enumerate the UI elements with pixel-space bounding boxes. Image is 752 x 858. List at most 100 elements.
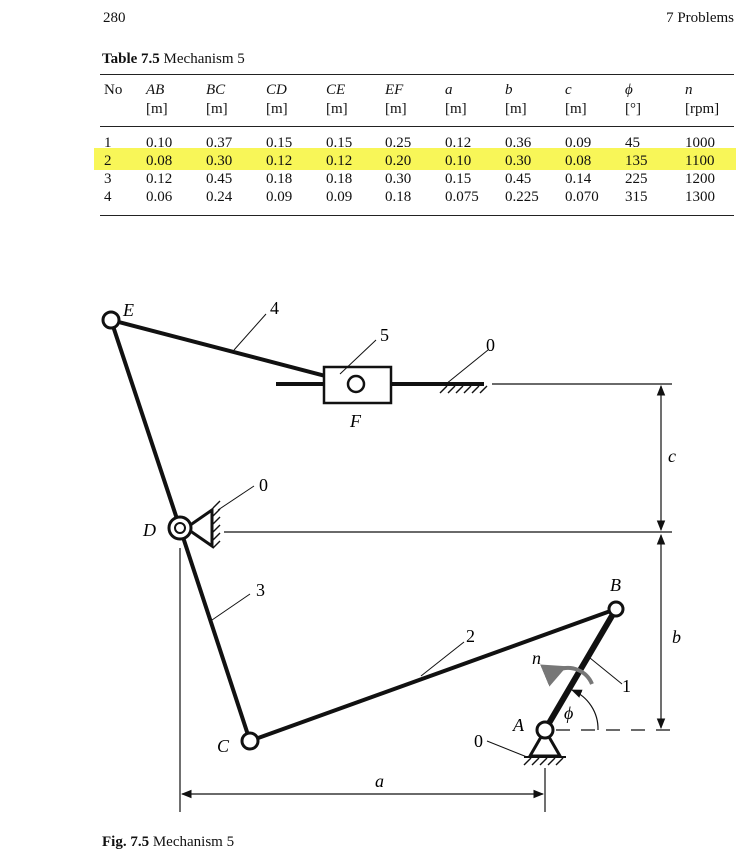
pivot-D-support xyxy=(183,507,214,549)
label-dim-a: a xyxy=(375,771,384,791)
label-dim-b: b xyxy=(672,627,681,647)
chapter-header: 7 Problems xyxy=(666,10,734,26)
rotation-arrow xyxy=(540,664,594,687)
table-cell: 0.12 xyxy=(146,171,173,187)
label-ground-slider: 0 xyxy=(486,335,495,355)
table-cell: 0.15 xyxy=(326,135,353,151)
label-link-4: 4 xyxy=(270,298,279,318)
table-cell: 0.09 xyxy=(266,189,293,205)
table-cell: 4 xyxy=(104,189,112,205)
link-3-leader xyxy=(211,593,251,621)
link-5-leader xyxy=(339,339,377,375)
column-unit: [°] xyxy=(625,101,641,117)
label-link-2: 2 xyxy=(466,626,475,646)
table-cell: 0.10 xyxy=(445,153,472,169)
table-cell: 0.24 xyxy=(206,189,233,205)
table-cell: 135 xyxy=(625,153,648,169)
label-link-3: 3 xyxy=(256,580,265,600)
table-cell: 1000 xyxy=(685,135,715,151)
table-cell: 0.12 xyxy=(445,135,472,151)
table-cell: 0.09 xyxy=(326,189,353,205)
column-unit: [m] xyxy=(445,101,467,117)
column-header: BC xyxy=(206,82,226,98)
table-cell: 0.070 xyxy=(565,189,599,205)
table-cell: 0.15 xyxy=(266,135,293,151)
label-ground-D: 0 xyxy=(259,475,268,495)
label-ground-A: 0 xyxy=(474,731,483,751)
table-cell: 225 xyxy=(625,171,648,187)
column-unit: [rpm] xyxy=(685,101,720,117)
table-cell: 0.10 xyxy=(146,135,173,151)
column-header: b xyxy=(505,82,513,98)
link-1-leader xyxy=(589,657,623,685)
column-header: No xyxy=(104,82,123,98)
table-cell: 0.45 xyxy=(505,171,532,187)
table-cell: 1300 xyxy=(685,189,715,205)
label-E: E xyxy=(122,300,134,320)
column-header: CE xyxy=(326,82,346,98)
table-cell: 1 xyxy=(104,135,112,151)
ground-slider-leader xyxy=(445,349,489,385)
table-cell: 0.075 xyxy=(445,189,479,205)
column-unit: [m] xyxy=(326,101,348,117)
page-number: 280 xyxy=(103,10,126,26)
table-cell: 0.08 xyxy=(146,153,173,169)
table-cell: 0.20 xyxy=(385,153,412,169)
link-3-upper-ED xyxy=(109,319,182,529)
table-cell: 1200 xyxy=(685,171,715,187)
column-unit: [m] xyxy=(505,101,527,117)
column-header: n xyxy=(685,82,693,98)
label-link-5: 5 xyxy=(380,325,389,345)
figure-caption-label: Fig. 7.5 xyxy=(102,834,150,850)
label-F: F xyxy=(349,411,362,431)
table-cell: 0.18 xyxy=(385,189,412,205)
angle-arc xyxy=(571,689,599,731)
column-unit: [m] xyxy=(206,101,228,117)
table-cell: 0.15 xyxy=(445,171,472,187)
ground-D-leader xyxy=(217,485,255,511)
table-cell: 0.36 xyxy=(505,135,532,151)
label-B: B xyxy=(610,575,621,595)
column-unit: [m] xyxy=(385,101,407,117)
joint-F xyxy=(346,374,366,394)
table-cell: 1100 xyxy=(685,153,715,169)
table-header-rule xyxy=(100,126,734,127)
table-cell: 0.30 xyxy=(206,153,233,169)
ground-hatch-D xyxy=(212,500,221,549)
table-cell: 3 xyxy=(104,171,112,187)
joint-E xyxy=(101,310,121,330)
ground-A-leader xyxy=(486,740,528,758)
label-link-1: 1 xyxy=(622,676,631,696)
table-cell: 0.09 xyxy=(565,135,592,151)
column-header: c xyxy=(565,82,572,98)
link-4-EF xyxy=(110,318,357,386)
table-cell: 0.30 xyxy=(385,171,412,187)
ground-hatch-A xyxy=(523,757,564,766)
figure-caption: Fig. 7.5 Mechanism 5 xyxy=(102,834,234,851)
column-unit: [m] xyxy=(146,101,168,117)
column-header: a xyxy=(445,82,453,98)
label-D: D xyxy=(142,520,156,540)
table-cell: 0.18 xyxy=(326,171,353,187)
column-unit: [m] xyxy=(565,101,587,117)
table-caption: Table 7.5 Mechanism 5 xyxy=(102,51,245,68)
table-cell: 0.14 xyxy=(565,171,592,187)
table-cell: 0.37 xyxy=(206,135,233,151)
label-A: A xyxy=(512,715,525,735)
table-bottom-rule xyxy=(100,215,734,216)
joint-D-inner xyxy=(174,522,186,534)
table-cell: 0.12 xyxy=(326,153,353,169)
table-cell: 0.06 xyxy=(146,189,173,205)
column-unit: [m] xyxy=(266,101,288,117)
table-cell: 0.30 xyxy=(505,153,532,169)
label-dim-c: c xyxy=(668,446,676,466)
table-cell: 0.45 xyxy=(206,171,233,187)
column-header: AB xyxy=(146,82,165,98)
column-header: CD xyxy=(266,82,287,98)
table-cell: 315 xyxy=(625,189,648,205)
link-4-leader xyxy=(233,313,267,351)
column-header: ϕ xyxy=(625,82,633,98)
joint-C xyxy=(240,731,260,751)
table-cell: 2 xyxy=(104,153,112,169)
